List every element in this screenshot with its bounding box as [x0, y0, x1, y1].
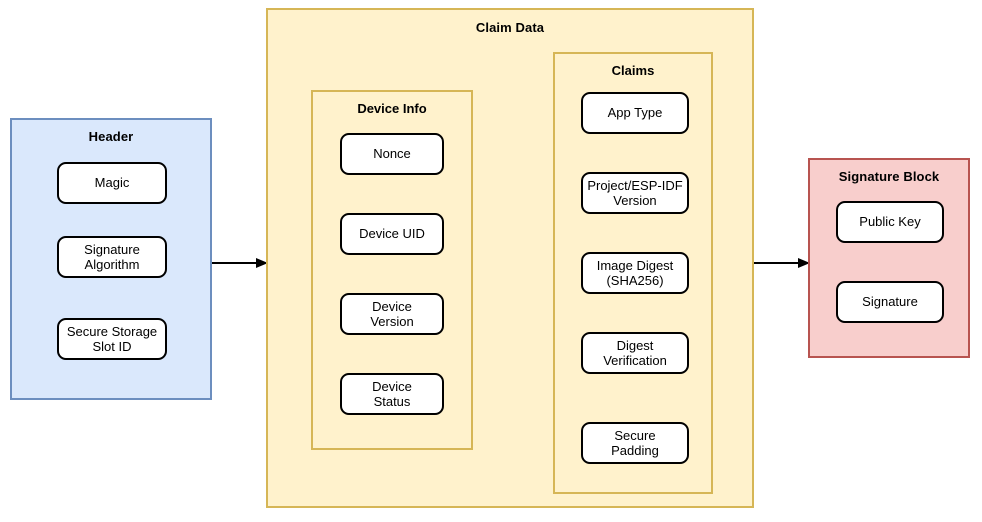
field-nonce[interactable]: Nonce [340, 133, 444, 175]
field-secure-padding[interactable]: Secure Padding [581, 422, 689, 464]
group-header[interactable]: Header Magic Signature Algorithm Secure … [10, 118, 212, 400]
field-device-status[interactable]: Device Status [340, 373, 444, 415]
group-claims-title: Claims [611, 63, 655, 78]
group-claim-data[interactable]: Claim Data Device Info Nonce Device UID … [266, 8, 754, 508]
group-device-info-title: Device Info [357, 101, 427, 116]
connector-claimdata-to-signature [754, 257, 810, 269]
field-app-type[interactable]: App Type [581, 92, 689, 134]
field-image-digest-sha256[interactable]: Image Digest (SHA256) [581, 252, 689, 294]
field-signature[interactable]: Signature [836, 281, 944, 323]
field-digest-verification[interactable]: Digest Verification [581, 332, 689, 374]
group-claims[interactable]: Claims App Type Project/ESP-IDF Version … [553, 52, 713, 494]
field-project-esp-idf-version[interactable]: Project/ESP-IDF Version [581, 172, 689, 214]
field-secure-storage-slot-id[interactable]: Secure Storage Slot ID [57, 318, 167, 360]
group-claim-data-title: Claim Data [475, 20, 545, 35]
group-signature-block-title: Signature Block [838, 169, 940, 184]
field-signature-algorithm[interactable]: Signature Algorithm [57, 236, 167, 278]
connector-header-to-claimdata [212, 257, 268, 269]
group-device-info[interactable]: Device Info Nonce Device UID Device Vers… [311, 90, 473, 450]
group-signature-block[interactable]: Signature Block Public Key Signature [808, 158, 970, 358]
group-header-title: Header [88, 129, 134, 144]
field-device-uid[interactable]: Device UID [340, 213, 444, 255]
field-device-version[interactable]: Device Version [340, 293, 444, 335]
field-public-key[interactable]: Public Key [836, 201, 944, 243]
field-magic[interactable]: Magic [57, 162, 167, 204]
